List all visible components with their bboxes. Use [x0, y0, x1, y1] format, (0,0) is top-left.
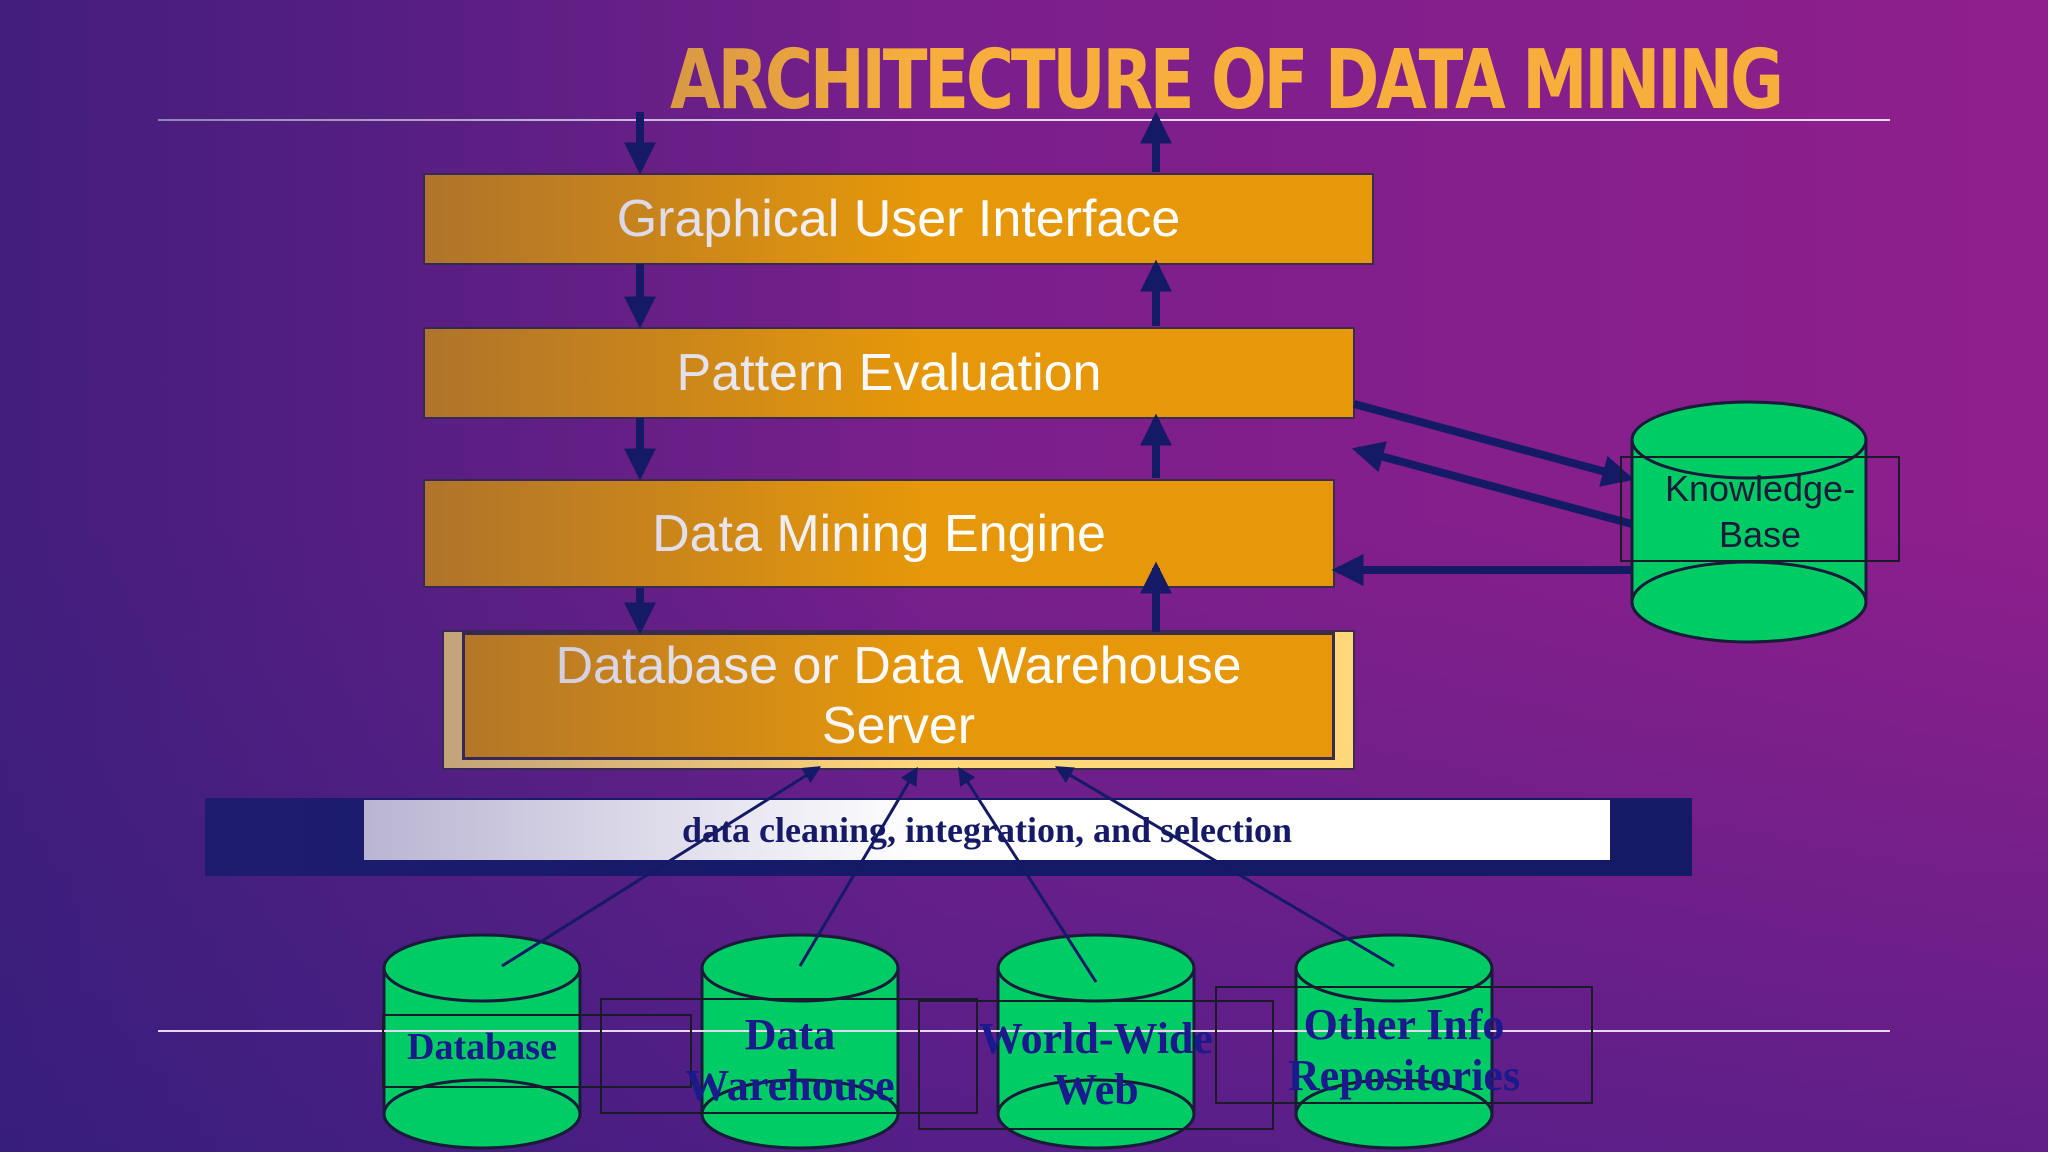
- other-repositories-label-line2: Repositories: [1287, 1050, 1521, 1100]
- knowledge-base-label-line1: Knowledge-: [1664, 468, 1856, 509]
- knowledge-base-label-frame: [1620, 456, 1900, 562]
- world-wide-web-label-line2: Web: [1053, 1064, 1139, 1114]
- knowledge-base-cylinder: [1630, 400, 1868, 644]
- data-warehouse-label-line1: Data: [744, 1010, 836, 1059]
- world-wide-web-cylinder: [996, 933, 1196, 1150]
- bottom-divider-line: [158, 1030, 1890, 1032]
- arrow-web-to-server: [958, 766, 1098, 983]
- database-cylinder: [382, 933, 582, 1150]
- data-warehouse-label-frame: [600, 998, 978, 1114]
- knowledge-base-label-line2: Base: [1718, 514, 1802, 555]
- knowledge-base-label: Knowledge- Base: [1622, 466, 1898, 566]
- database-label: Database: [382, 1026, 582, 1070]
- world-wide-web-label: World-Wide Web: [956, 1014, 1236, 1115]
- database-label-line1: Database: [407, 1026, 557, 1068]
- other-repositories-label-line1: Other Info: [1303, 1000, 1505, 1049]
- other-repositories-label-frame: [1215, 986, 1593, 1104]
- other-repositories-label: Other Info Repositories: [1244, 1000, 1564, 1101]
- arrow-repositories-to-server: [1054, 766, 1395, 968]
- database-label-frame: [382, 1014, 692, 1088]
- arrow-pattern-to-knowledge-base: [1352, 400, 1635, 487]
- data-warehouse-label-line2: Warehouse: [685, 1060, 895, 1110]
- data-warehouse-label: Data Warehouse: [650, 1010, 930, 1111]
- world-wide-web-label-frame: [918, 1000, 1274, 1130]
- arrow-knowledge-base-to-pattern: [1351, 441, 1634, 528]
- data-warehouse-cylinder: [700, 933, 900, 1150]
- arrow-database-to-server: [501, 766, 822, 968]
- arrow-warehouse-to-server: [798, 766, 918, 967]
- world-wide-web-label-line1: World-Wide: [979, 1014, 1213, 1063]
